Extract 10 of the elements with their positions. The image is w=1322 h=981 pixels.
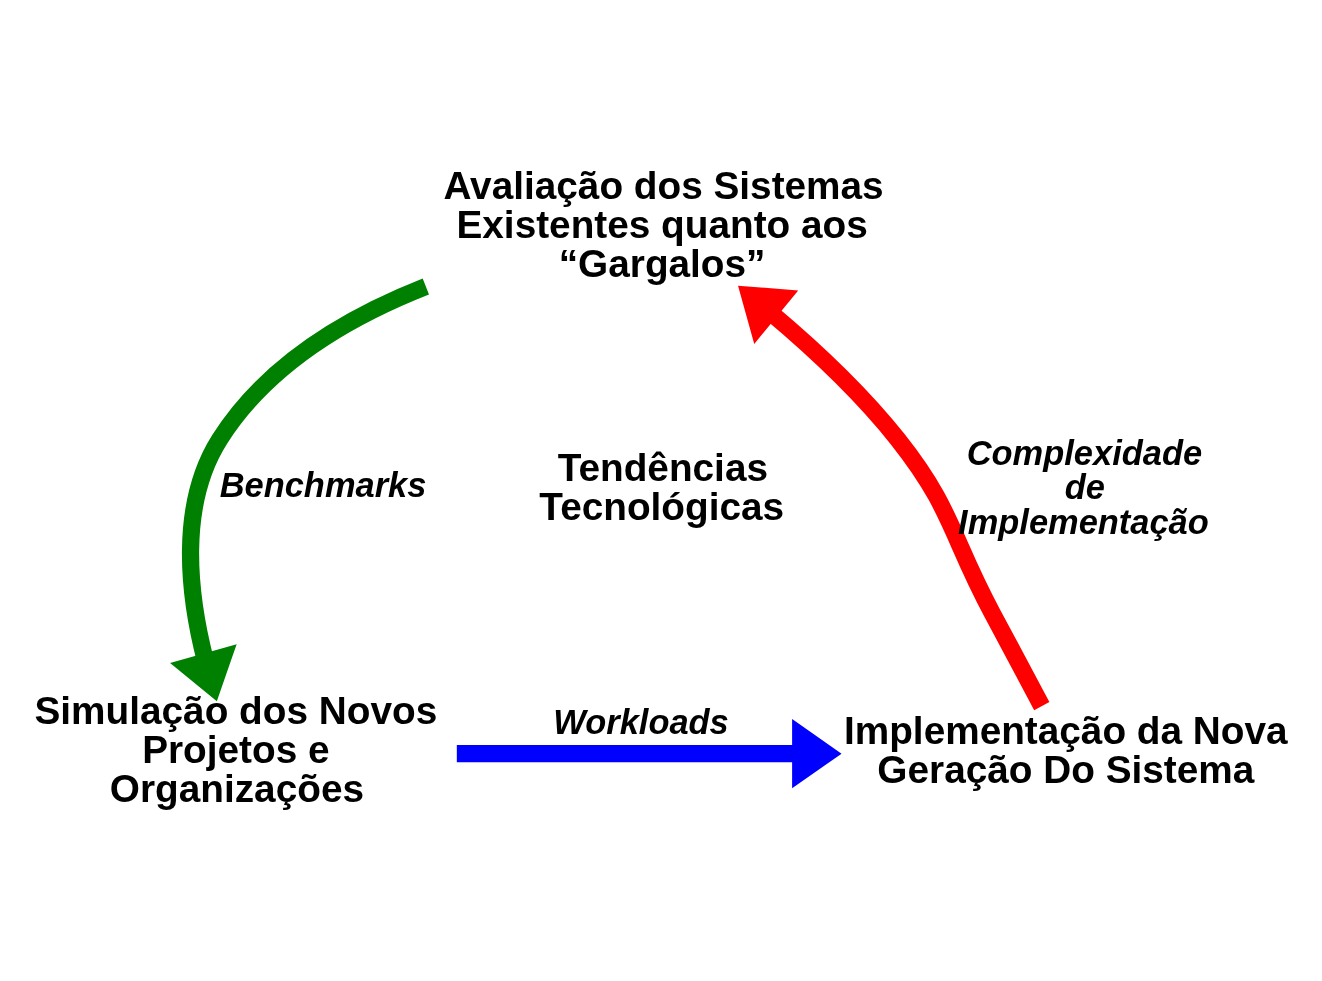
node-text: Avaliação dos Sistemas Existentes quanto aos “Gargalos” xyxy=(443,163,884,285)
edge-label: Complexidade de Implementação xyxy=(958,433,1209,541)
arrow xyxy=(456,718,842,788)
edge-label: Benchmarks xyxy=(219,465,427,504)
node-text: Tendências Tecnológicas xyxy=(539,445,785,528)
edge-label: Workloads xyxy=(553,702,729,741)
arrow xyxy=(738,285,1050,710)
node-text: Implementação da Nova Geração Do Sistema xyxy=(843,708,1288,790)
node-text: Simulação dos Novos Projetos e Organizações xyxy=(34,688,438,810)
arrow xyxy=(170,278,430,701)
